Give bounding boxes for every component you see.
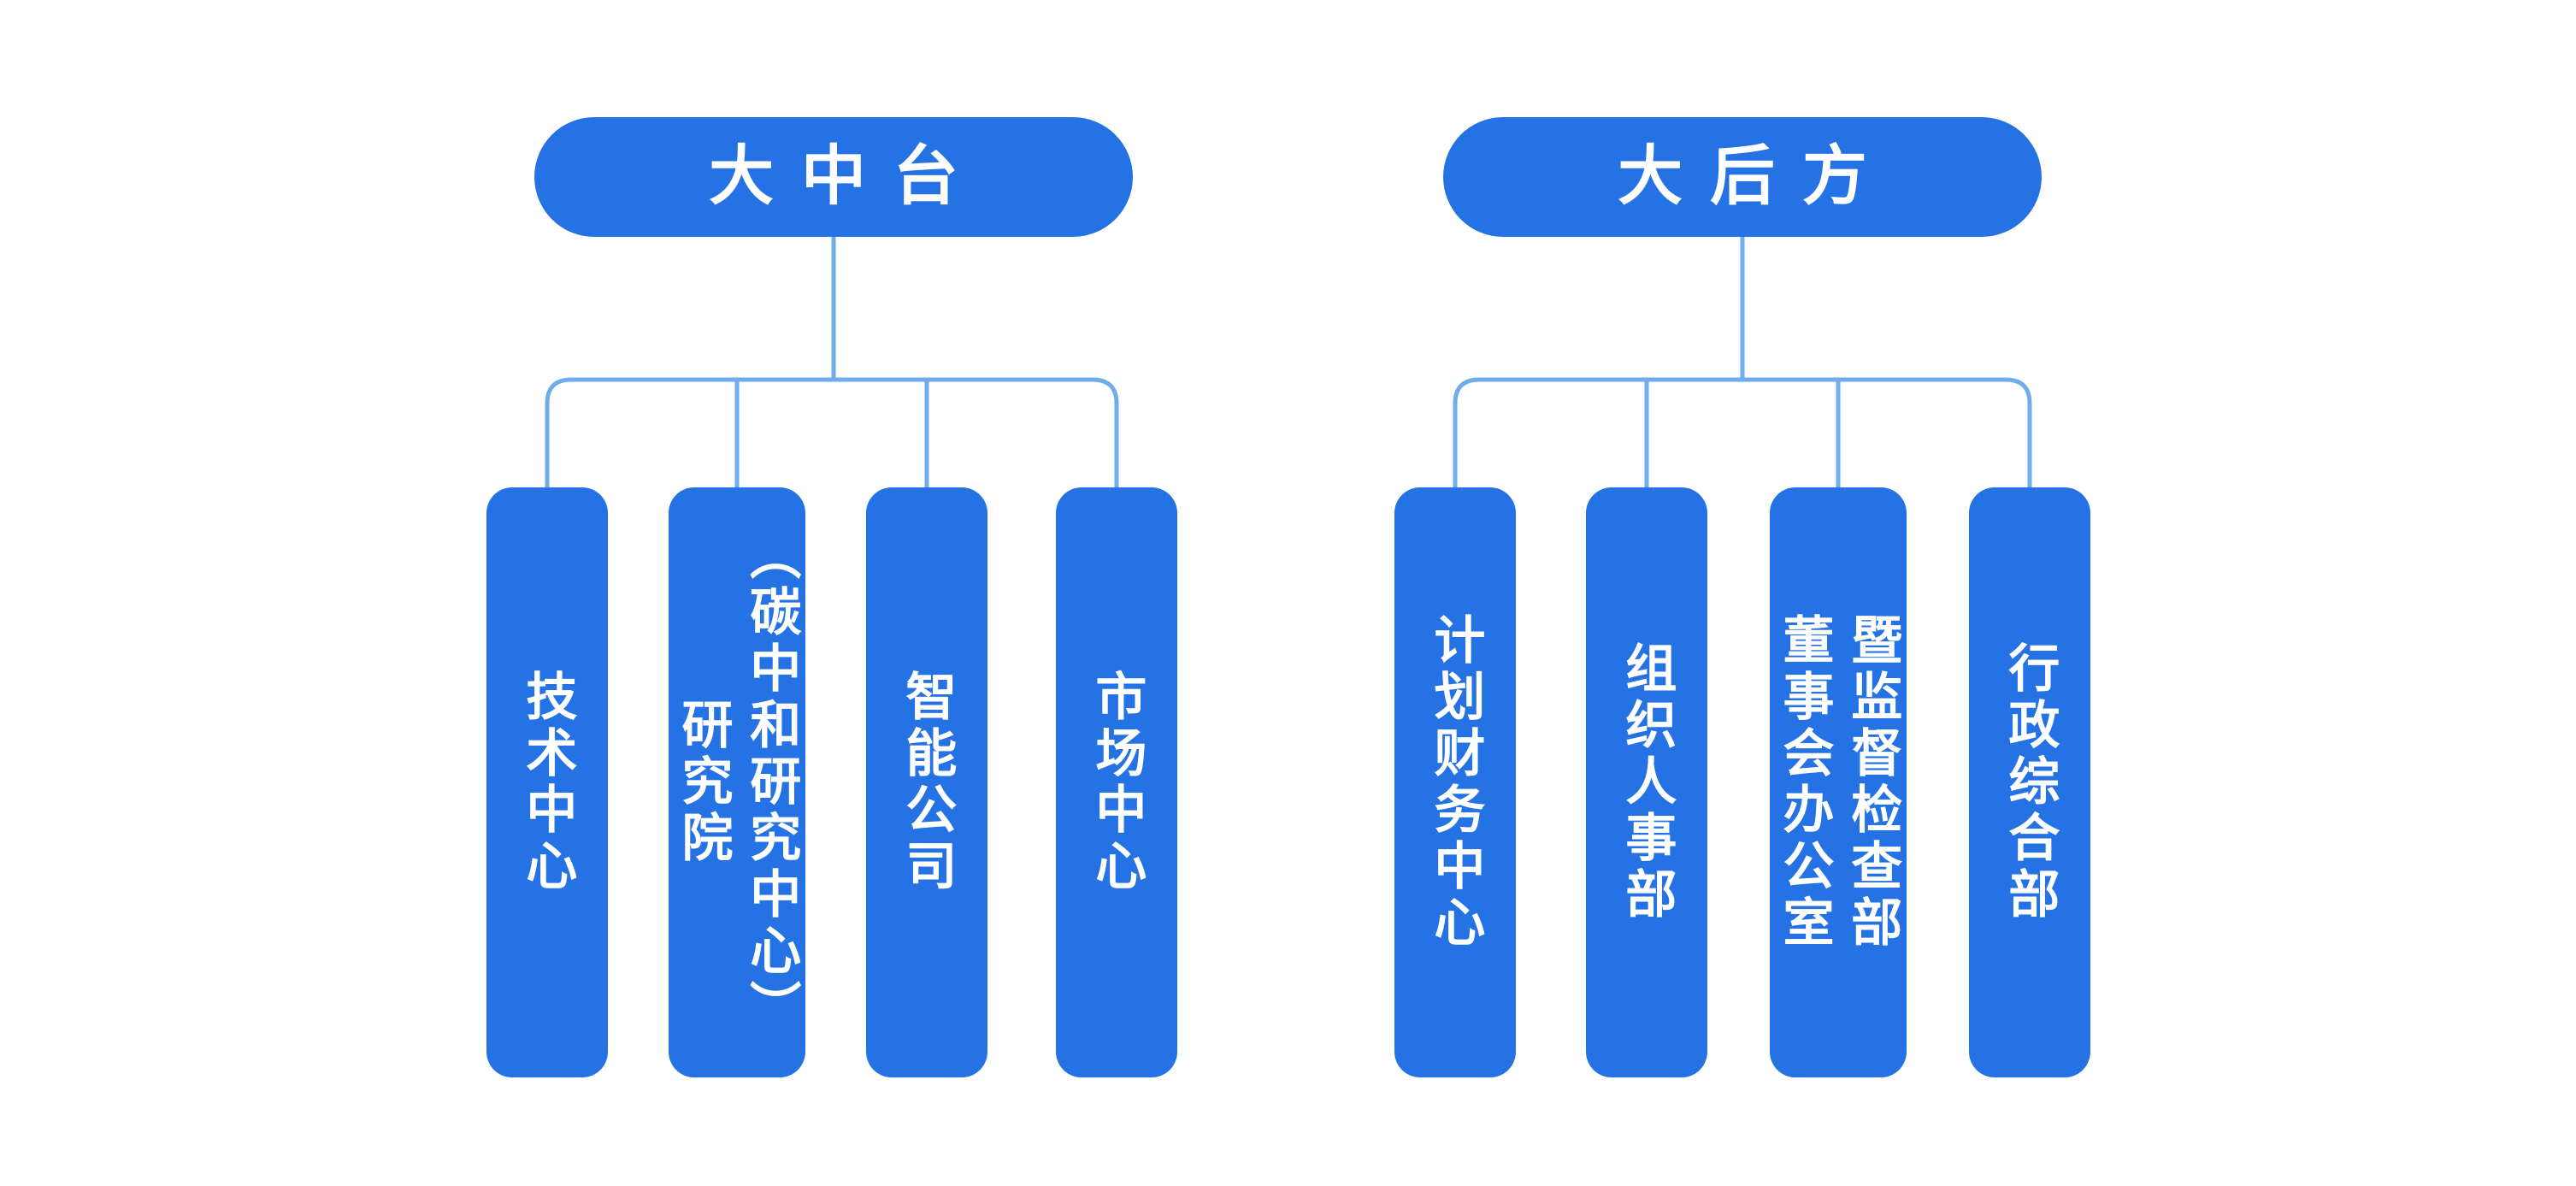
child-node-label: 研究院 （碳中和研究中心） <box>675 528 800 1036</box>
child-node-zhineng-gongsi[interactable]: 智能公司 <box>866 487 987 1077</box>
root-node-label: 大后方 <box>1618 140 1895 213</box>
child-node-label: 技术中心 <box>518 670 576 895</box>
child-node-label: 市场中心 <box>1088 670 1146 895</box>
child-node-label: 计划财务中心 <box>1426 613 1484 952</box>
child-node-label: 董事会办公室 暨监督检查部 <box>1776 613 1901 952</box>
child-node-label: 行政综合部 <box>2001 641 2059 923</box>
child-node-dongshihui-bangongshi[interactable]: 董事会办公室 暨监督检查部 <box>1770 487 1907 1077</box>
child-node-label: 组织人事部 <box>1618 641 1676 923</box>
child-node-jihua-caiwu-zhongxin[interactable]: 计划财务中心 <box>1394 487 1516 1077</box>
child-node-jishu-zhongxin[interactable]: 技术中心 <box>486 487 608 1077</box>
child-node-shichang-zhongxin[interactable]: 市场中心 <box>1056 487 1177 1077</box>
root-node-dazhongtai[interactable]: 大中台 <box>534 117 1133 237</box>
child-node-zuzhi-renshi-bu[interactable]: 组织人事部 <box>1586 487 1707 1077</box>
child-node-xingzheng-zonghe-bu[interactable]: 行政综合部 <box>1969 487 2090 1077</box>
root-node-label: 大中台 <box>709 140 986 213</box>
connector-bus-left <box>545 377 1119 487</box>
root-node-dahoufang[interactable]: 大后方 <box>1443 117 2042 237</box>
child-node-label: 智能公司 <box>898 670 956 895</box>
child-node-yanjiuyuan[interactable]: 研究院 （碳中和研究中心） <box>669 487 805 1077</box>
connector-bus-right <box>1453 377 2032 487</box>
